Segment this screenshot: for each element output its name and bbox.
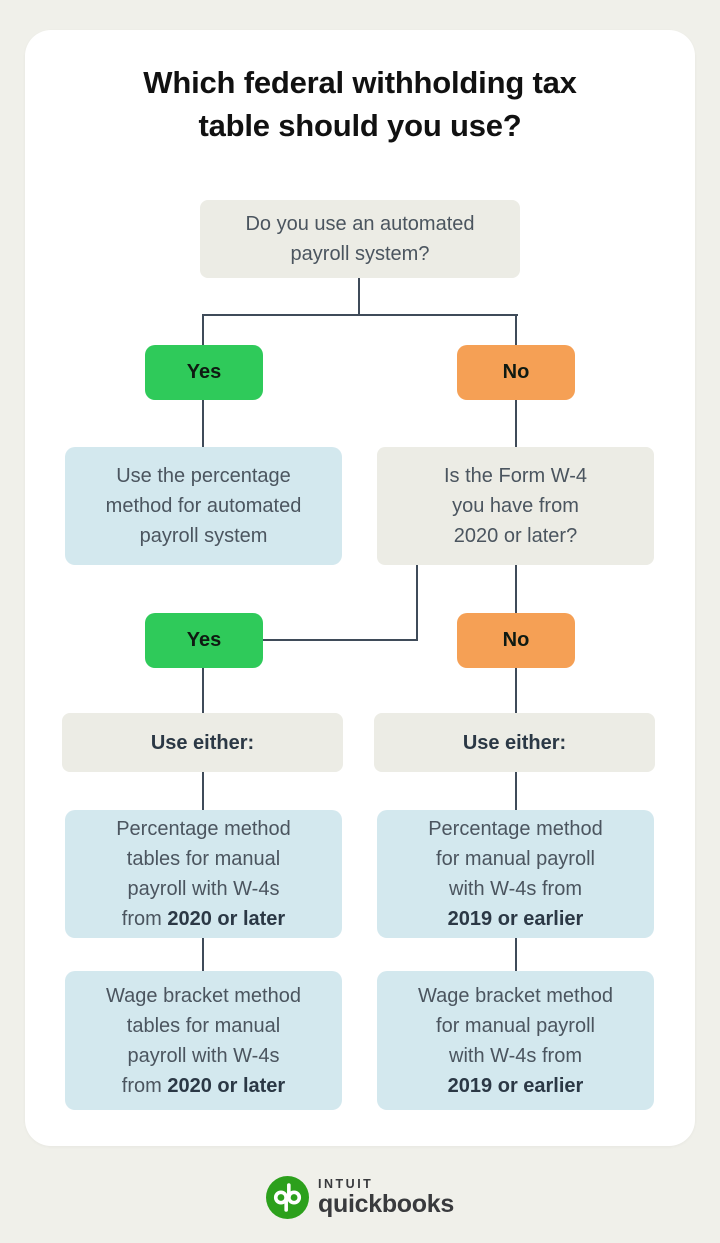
connector-line (202, 400, 204, 447)
connector-line (515, 565, 517, 613)
use-either-label: Use either: (150, 731, 255, 754)
result-line: with W-4s from (449, 1044, 582, 1067)
result-line: Percentage method (116, 818, 291, 840)
result-line: tables for manual (126, 1014, 281, 1037)
result-percentage-method-2019: Percentage method for manual payroll wit… (377, 810, 654, 938)
yes-badge-label: Yes (186, 361, 222, 383)
question-automated-payroll: Do you use an automated payroll system? (200, 200, 520, 278)
connector-line (515, 668, 517, 713)
result-wage-bracket-2020: Wage bracket method tables for manual pa… (65, 971, 342, 1110)
connector-line (515, 314, 517, 346)
result-line-emphasis: 2020 or later (167, 908, 286, 930)
question-w4-year: Is the Form W-4 you have from 2020 or la… (377, 447, 654, 565)
result-line: 2019 or earlier (448, 904, 584, 934)
connector-line (202, 772, 204, 810)
result-line-emphasis: 2019 or earlier (447, 1074, 584, 1097)
result-line: payroll system (139, 525, 268, 547)
result-line: for manual payroll (436, 1014, 595, 1037)
connector-line (515, 772, 517, 810)
connector-line (515, 938, 517, 973)
no-badge-label: No (502, 361, 530, 383)
question-line: Do you use an automated (245, 213, 475, 235)
use-either-left: Use either: (62, 713, 343, 772)
result-line: for manual payroll (436, 848, 595, 870)
use-either-right: Use either: (374, 713, 655, 772)
page-title-line2: table should you use? (198, 107, 522, 143)
question-line: Is the Form W-4 (444, 465, 587, 487)
result-line: from 2020 or later (122, 1071, 285, 1101)
result-line: tables for manual (126, 848, 281, 870)
brand-wordmark: INTUIT quickbooks (318, 1178, 454, 1218)
no-badge-label: No (502, 629, 530, 651)
result-line: method for automated (105, 495, 302, 517)
result-line: payroll with W-4s (127, 1044, 280, 1067)
result-line: from 2020 or later (122, 904, 285, 934)
connector-line (515, 400, 517, 447)
result-wage-bracket-2019: Wage bracket method for manual payroll w… (377, 971, 654, 1110)
result-line: Use the percentage (116, 465, 291, 487)
connector-line (358, 278, 360, 315)
question-line: you have from (452, 495, 579, 517)
question-line: 2020 or later? (453, 525, 578, 547)
question-line: payroll system? (290, 243, 430, 265)
connector-line (202, 938, 204, 973)
result-line: payroll with W-4s (127, 878, 280, 900)
brand-intuit-text: INTUIT (318, 1176, 374, 1191)
no-badge-2: No (457, 613, 575, 668)
result-line-emphasis: 2019 or earlier (447, 908, 584, 930)
result-line: Percentage method (428, 818, 603, 840)
connector-line (263, 639, 418, 641)
quickbooks-logo-icon (266, 1176, 310, 1219)
result-percentage-method-2020: Percentage method tables for manual payr… (65, 810, 342, 938)
footer-brand: INTUIT quickbooks (0, 1176, 720, 1219)
result-automated-percentage-method: Use the percentage method for automated … (65, 447, 342, 565)
result-line: with W-4s from (449, 878, 582, 900)
result-line: Wage bracket method (106, 984, 301, 1007)
connector-line (416, 565, 418, 640)
result-line-prefix: from (121, 908, 168, 930)
brand-quickbooks-text: quickbooks (318, 1190, 454, 1219)
connector-line (202, 668, 204, 713)
yes-badge-1: Yes (145, 345, 263, 400)
use-either-label: Use either: (462, 731, 567, 754)
yes-badge-2: Yes (145, 613, 263, 668)
result-line: Wage bracket method (418, 984, 613, 1007)
yes-badge-label: Yes (186, 629, 222, 651)
result-line: 2019 or earlier (448, 1071, 584, 1101)
connector-line (202, 314, 204, 346)
page-title: Which federal withholding tax table shou… (0, 62, 720, 148)
connector-line (202, 314, 518, 316)
result-line-emphasis: 2020 or later (167, 1074, 286, 1097)
page-title-line1: Which federal withholding tax (143, 65, 577, 100)
no-badge-1: No (457, 345, 575, 400)
result-line-prefix: from (121, 1074, 168, 1097)
